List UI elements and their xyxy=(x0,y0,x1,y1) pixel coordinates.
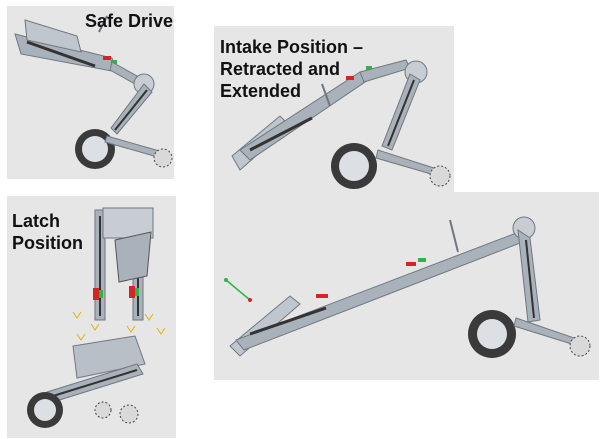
robot-arm-intake-retracted xyxy=(231,59,451,189)
omni-wheel xyxy=(429,165,451,187)
safe-drive-robot-illustration xyxy=(14,15,173,169)
safe-drive-title: Safe Drive xyxy=(85,11,174,31)
robot-arm-intake-extended xyxy=(224,216,591,358)
safe-drive-panel: Safe Drive xyxy=(7,6,174,179)
latch-robot-illustration xyxy=(27,207,166,428)
latch-position-title: Latch Position xyxy=(12,211,83,253)
omni-wheel xyxy=(569,335,591,357)
omni-wheel xyxy=(119,404,139,424)
robot-arm-latch xyxy=(27,207,166,428)
intake-position-title: Intake Position – Retracted and Extended xyxy=(220,37,364,101)
latch-position-panel: Latch Position xyxy=(7,196,176,438)
robot-arm-safe-drive xyxy=(14,15,173,169)
omni-wheel xyxy=(153,148,173,168)
